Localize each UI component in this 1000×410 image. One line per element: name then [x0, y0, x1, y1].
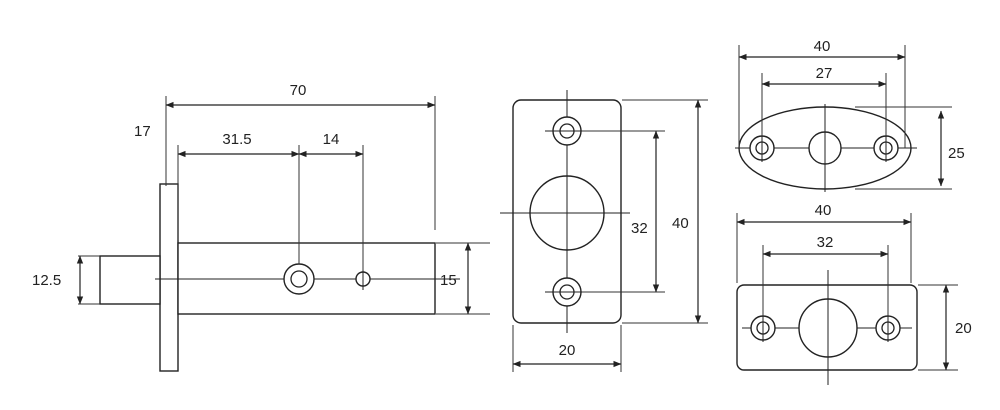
dim-label-oval-height: 25: [948, 145, 965, 162]
dim-label-rect-width: 40: [815, 202, 832, 219]
dim-label-rect-height: 20: [955, 320, 972, 337]
mounting-hole-large: [283, 263, 315, 295]
dim-label-flange-offset: 17: [134, 123, 151, 140]
dim-label-oval-width: 40: [814, 38, 831, 55]
dim-label-hole1-distance: 31.5: [222, 131, 251, 148]
dim-label-overall-length: 70: [290, 82, 307, 99]
dim-label-rect-hole-spacing: 32: [817, 234, 834, 251]
dim-label-bolt-diameter: 12.5: [32, 272, 61, 289]
dim-label-body-height: 15: [440, 272, 457, 289]
strike-plate-view: 32 40 20: [500, 90, 708, 372]
dim-label-strike-height: 40: [672, 215, 689, 232]
rect-plate-view: 40 32 20: [736, 202, 972, 385]
bolt-side-view: 70 17 31.5 14 12.5 15: [32, 82, 490, 372]
dim-label-oval-hole-spacing: 27: [816, 65, 833, 82]
bolt-pin: [99, 255, 161, 305]
dim-label-strike-hole-spacing: 32: [631, 220, 648, 237]
dim-label-hole-spacing: 14: [323, 131, 340, 148]
dim-label-strike-width: 20: [559, 342, 576, 359]
flange-plate: [159, 183, 179, 372]
oval-plate-view: 40 27 25: [735, 38, 965, 192]
